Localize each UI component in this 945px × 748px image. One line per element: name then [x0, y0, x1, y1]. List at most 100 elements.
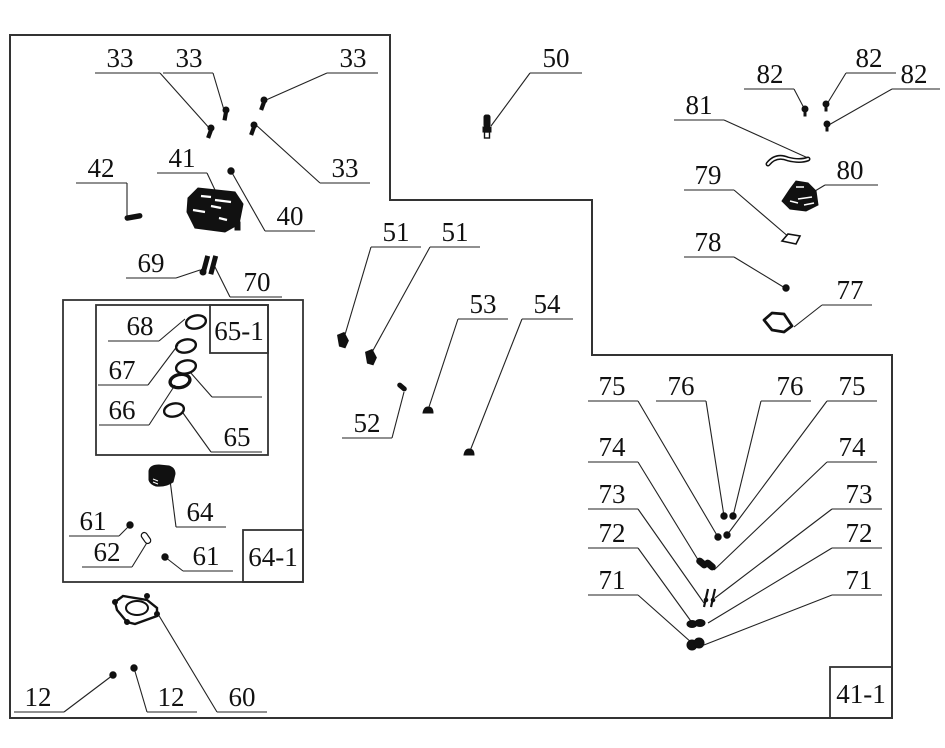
callout-73-valve: 73 — [714, 479, 882, 599]
callout-75-valve-cotter: 75 — [726, 371, 877, 536]
leader-line — [63, 674, 114, 713]
valve-seal-icon — [686, 619, 706, 628]
nut-icon — [463, 448, 475, 456]
ring-icon — [174, 359, 198, 375]
callout-label: 70 — [244, 267, 271, 297]
callout-label: 80 — [837, 155, 864, 185]
callout-51-bolt: 51 — [343, 217, 421, 339]
leader-line — [343, 246, 372, 339]
group-label-box-64-1 — [242, 529, 304, 583]
callout-76-valve-retainer: 76 — [732, 371, 811, 517]
bolt-icon — [823, 120, 831, 132]
callout-74-valve-spring: 74 — [713, 432, 877, 571]
callout-label: 81 — [686, 90, 713, 120]
leader-line — [793, 304, 823, 328]
callout-label: 71 — [599, 565, 626, 595]
cylinder-head-icon — [186, 187, 244, 233]
callout-64-piston: 64 — [169, 479, 226, 528]
leader-line — [212, 72, 225, 111]
outer-frame — [9, 34, 893, 719]
valve-cotter-icon — [723, 531, 731, 539]
callout-33-bolt: 33 — [163, 43, 225, 111]
leader-line — [175, 269, 201, 279]
callout-label: 42 — [88, 153, 115, 183]
leader-line — [637, 400, 719, 538]
leader-line — [182, 412, 212, 453]
callout-75-valve-cotter: 75 — [588, 371, 719, 538]
leader-line — [826, 72, 847, 105]
callout-label: 74 — [839, 432, 867, 462]
leader-line — [147, 344, 179, 386]
leader-line — [206, 172, 216, 191]
callout-65-ring: 65 — [182, 412, 262, 453]
callout-label: 73 — [599, 479, 626, 509]
gasket-icon — [112, 593, 160, 626]
callout-label: 64 — [187, 497, 215, 527]
leader-line — [723, 119, 809, 159]
leader-line — [169, 479, 177, 528]
callout-label: 82 — [757, 59, 784, 89]
valve-icon — [709, 588, 717, 608]
spark-plug-icon — [482, 114, 492, 139]
callout-label: 75 — [599, 371, 626, 401]
group-label-box-41-1 — [829, 666, 893, 719]
callout-72-valve-seal: 72 — [707, 518, 882, 624]
bolt-icon — [801, 105, 809, 117]
callout-42-pin: 42 — [76, 153, 128, 218]
group-box-64-1 — [62, 299, 304, 583]
callout-label: 12 — [158, 682, 185, 712]
callout-label: 72 — [599, 518, 626, 548]
group-label-65-1: 65-1 — [214, 316, 264, 346]
callout-label: 66 — [109, 395, 136, 425]
leader-line — [826, 88, 893, 127]
callout-81-breather-hose: 81 — [674, 90, 809, 159]
leader-line — [131, 540, 149, 568]
callout-label: 51 — [442, 217, 469, 247]
callout-77-cover-gasket: 77 — [793, 275, 872, 328]
leader-line — [703, 594, 833, 646]
callout-50-spark-plug: 50 — [490, 43, 582, 127]
callout-label: 76 — [668, 371, 695, 401]
clip-icon — [126, 521, 134, 529]
group-label-box-65-1 — [209, 304, 269, 354]
leader-line — [157, 613, 218, 713]
bolt-icon — [365, 348, 377, 366]
callout-82-bolt: 82 — [826, 59, 940, 127]
callout-label: 79 — [695, 160, 722, 190]
ring-icon — [184, 314, 208, 330]
leader-line — [391, 391, 405, 439]
callout-label: 62 — [94, 537, 121, 567]
leader-line — [726, 400, 828, 536]
callout-41-cylinder-head: 41 — [157, 143, 216, 191]
valve-seat-icon — [686, 637, 705, 651]
callout-label: 51 — [383, 217, 410, 247]
leader-line — [427, 318, 459, 411]
plate-icon — [780, 233, 802, 245]
valve-retainer-icon — [720, 512, 728, 520]
callout-label: 52 — [354, 408, 381, 438]
callout-61-clip: 61 — [69, 506, 131, 537]
callout-12-dowel: 12 — [14, 674, 114, 713]
callout-label: 68 — [127, 311, 154, 341]
ring-icon — [162, 402, 186, 418]
leader-line — [158, 318, 186, 342]
leader-line — [707, 547, 833, 624]
callout-label: 33 — [176, 43, 203, 73]
callout-60-gasket: 60 — [157, 613, 267, 713]
valve-icon — [702, 588, 710, 608]
nut-icon — [422, 406, 434, 414]
callout-label: 71 — [846, 565, 873, 595]
callout-74-valve-spring: 74 — [588, 432, 701, 564]
callout-label: 54 — [534, 289, 562, 319]
callout-54-nut: 54 — [469, 289, 573, 452]
callout-72-valve-seal: 72 — [588, 518, 694, 625]
callout-label: 61 — [80, 506, 107, 536]
callout-label: 33 — [340, 43, 367, 73]
ring-icon — [168, 372, 192, 390]
ring-icon — [174, 338, 198, 354]
stud-icon — [199, 255, 219, 276]
callout-82-bolt: 82 — [744, 59, 806, 111]
callout-label: 73 — [846, 479, 873, 509]
callout-label: 77 — [837, 275, 864, 305]
callout-33-bolt: 33 — [255, 124, 370, 184]
